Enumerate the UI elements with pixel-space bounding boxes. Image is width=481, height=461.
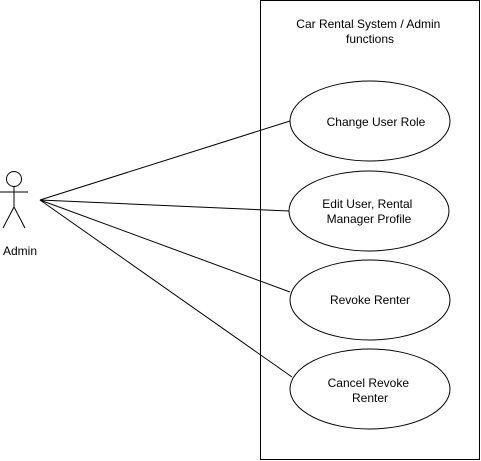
use-case-ellipse	[289, 259, 451, 341]
use-case-label-line: Manager Profile	[327, 212, 412, 226]
actor-left-leg	[2, 206, 15, 229]
use-case-revoke-renter: Revoke Renter	[289, 259, 451, 341]
system-title-line-1: Car Rental System / Admin	[296, 17, 440, 31]
use-case-label-line: Cancel Revoke	[328, 376, 410, 390]
use-case-label-line: Renter	[352, 391, 388, 405]
system-title-line-2: functions	[346, 32, 394, 46]
association-revoke-renter	[39, 199, 291, 293]
actor-admin: Admin	[0, 171, 37, 258]
use-case-label: Edit User, Rental Manager Profile	[322, 197, 415, 226]
use-case-label: Change User Role	[327, 115, 426, 129]
use-case-label-line: Revoke Renter	[330, 293, 410, 307]
use-case-label: Revoke Renter	[330, 293, 410, 307]
use-case-ellipse	[289, 80, 451, 162]
use-case-label-line: Edit User, Rental	[322, 197, 412, 211]
actor-label: Admin	[3, 244, 37, 258]
association-edit-profile	[39, 199, 290, 212]
use-case-edit-profile: Edit User, Rental Manager Profile	[288, 170, 450, 252]
use-case-change-user-role: Change User Role	[289, 80, 451, 162]
association-change-user-role	[39, 120, 291, 201]
use-case-ellipse	[288, 170, 450, 252]
use-case-label: Cancel Revoke Renter	[328, 376, 413, 405]
use-case-cancel-revoke-renter: Cancel Revoke Renter	[289, 348, 451, 430]
association-cancel-revoke-renter	[39, 199, 293, 378]
system-title: Car Rental System / Admin functions	[296, 17, 443, 46]
actor-right-leg	[13, 206, 26, 229]
use-case-ellipse	[289, 348, 451, 430]
actor-head	[6, 171, 22, 187]
use-case-label-line: Change User Role	[327, 115, 426, 129]
